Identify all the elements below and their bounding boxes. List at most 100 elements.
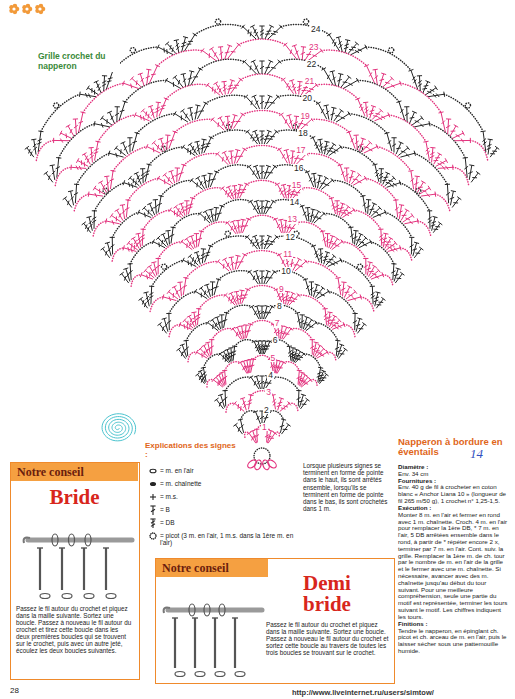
chain-round (74, 110, 449, 210)
chain-round (169, 271, 355, 314)
round-number: 13 (287, 215, 298, 224)
chain-round (93, 145, 431, 236)
round-number: 2 (263, 406, 270, 415)
centre-petal (254, 459, 263, 470)
round-number: 22 (306, 60, 317, 69)
stitch-round (233, 411, 290, 434)
advice-header: Notre conseil (11, 463, 138, 481)
chain-round (203, 340, 320, 368)
stitch-round (88, 113, 435, 197)
chain-round (188, 320, 336, 361)
flower-ornament (22, 4, 32, 14)
round-number: 20 (302, 94, 313, 103)
handwritten-number: 14 (470, 446, 483, 462)
legend-entry: = B (160, 506, 300, 513)
chain-round (77, 95, 448, 184)
rose-doodle (102, 414, 136, 441)
stitch-round (44, 60, 481, 183)
round-number: 8 (276, 302, 283, 311)
chain-round (130, 200, 394, 264)
round-number: 1 (261, 423, 268, 432)
stitch-name: Demi bride (282, 573, 372, 615)
chain-round (240, 411, 283, 420)
round-number: 5 (270, 354, 277, 363)
stitch-round (101, 165, 424, 258)
chain-round (36, 39, 487, 160)
legend-entry: = DB (160, 519, 300, 526)
round-number: 4 (267, 371, 274, 380)
stitch-round (140, 218, 383, 279)
chain-round (55, 74, 468, 186)
chain-round (112, 165, 412, 238)
stitch-round (195, 340, 328, 383)
round-number: 15 (291, 181, 302, 190)
round-number: 21 (304, 77, 315, 86)
section-heading: Fournitures : (398, 478, 508, 485)
round-number: 7 (274, 319, 281, 328)
round-number: 6 (272, 336, 279, 345)
stitch-round (212, 359, 312, 388)
chain-round (169, 285, 355, 336)
stitch-round (158, 270, 367, 333)
legend-entry: = m.s. (160, 493, 300, 500)
chain-round (112, 180, 412, 261)
advice-box: Notre conseilBridePassez le fil autour d… (10, 462, 140, 680)
section-heading: Exécution : (398, 505, 508, 512)
legend-symbols (150, 469, 156, 539)
stitch-round (179, 288, 345, 329)
round-number: 10 (280, 267, 291, 276)
chain-round (59, 59, 465, 158)
stitch-round (214, 376, 309, 409)
stitch-round (123, 183, 401, 252)
advice-header: Notre conseil (156, 559, 268, 577)
round-number: 17 (295, 146, 306, 155)
stitch-round (82, 130, 443, 233)
advice-text: Passez le fil autour du crochet et pique… (266, 621, 390, 656)
stitch-round (25, 25, 499, 157)
legend-entry: = m. chaînette (160, 480, 300, 487)
page-number: 28 (10, 686, 19, 695)
legend-heading: Explications des signes : (145, 441, 237, 459)
round-number: 11 (282, 250, 293, 259)
stitch-round (176, 305, 347, 358)
crochet-chart (25, 19, 499, 471)
legend-entry: = picot (3 m. en l'air, 1 m.s. dans la 1… (160, 532, 300, 547)
section-heading: Diamètre : (398, 464, 508, 471)
round-number: 3 (265, 388, 272, 397)
section-heading: Finitions : (398, 621, 508, 628)
hook-illustration (24, 534, 132, 599)
watermark-url: http://www.liveinternet.ru/users/simtow/ (292, 688, 434, 697)
chain-round (150, 251, 374, 312)
round-number: 24 (310, 25, 321, 34)
round-number: 12 (284, 233, 295, 242)
instructions-column: Diamètre :Env. 34 cmFournitures :Env. 40… (398, 464, 508, 655)
chain-round (207, 355, 317, 387)
chain-round (41, 19, 483, 131)
round-number: 23 (308, 43, 319, 52)
chart-note: Lorsque plusieurs signes se terminent en… (303, 462, 394, 513)
advice-box: Notre conseilDemi bridePassez le fil aut… (155, 558, 395, 684)
stitch-round (195, 324, 328, 359)
instruction-text: Env. 34 cm (398, 471, 508, 478)
round-number: 16 (293, 164, 304, 173)
stitch-round (120, 200, 405, 283)
round-number: 19 (299, 112, 310, 121)
flower-ornament (9, 4, 19, 14)
centre-petal (266, 458, 278, 469)
instruction-text: Env. 40 g de fil à crocheter en coton bl… (398, 484, 508, 504)
stitch-round (71, 78, 453, 170)
stitch-round (63, 95, 462, 208)
instruction-text: Tendre le napperon, en épinglant ch. pic… (398, 628, 508, 655)
stitch-round (106, 148, 419, 225)
pattern-heading: Napperon à bordure en éventails (398, 437, 508, 458)
flower-ornament (35, 4, 45, 14)
centre-petal (246, 458, 258, 469)
chain-round (225, 377, 299, 391)
hook-illustration (164, 604, 262, 677)
stitch-name: Bride (11, 487, 138, 508)
chain-round (152, 231, 373, 286)
chain-round (186, 305, 338, 340)
chart-title: Grille crochet du napperon (38, 52, 120, 72)
stitch-round (139, 235, 386, 308)
